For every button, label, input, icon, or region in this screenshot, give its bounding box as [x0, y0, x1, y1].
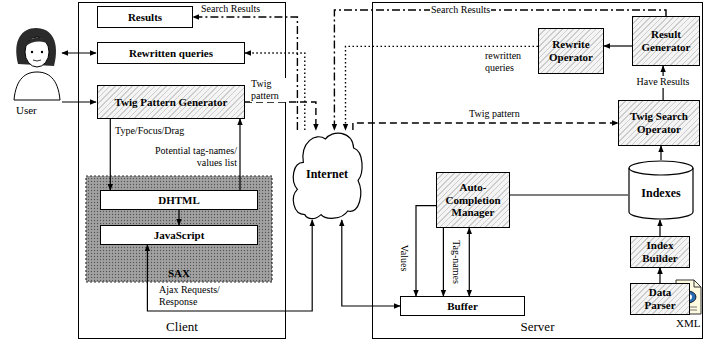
user-arrow [62, 52, 96, 53]
cylinder-rim [629, 168, 693, 175]
connector [604, 45, 632, 46]
edge-label: Search Results [200, 3, 261, 15]
results-box: Results [97, 6, 193, 28]
node-text: Data Parser [631, 286, 689, 311]
node-text: Buffer [445, 300, 480, 313]
node-text: Result Generator [633, 28, 699, 53]
connector [469, 228, 470, 296]
node-text: DHTML [156, 194, 202, 207]
parser-box: Data Parser [630, 283, 690, 314]
connector [110, 119, 111, 190]
connector [416, 206, 436, 296]
edge-label: Twig pattern [250, 78, 286, 102]
operator-box: Rewrite Operator [538, 28, 604, 74]
buffer-box: Buffer [400, 296, 525, 316]
index-store: Indexes [628, 160, 694, 220]
builder-box: Index Builder [630, 236, 690, 267]
connector [334, 10, 666, 130]
edge-label: Search Results [430, 4, 491, 16]
node-text: Rewrite Operator [539, 38, 603, 63]
connector [443, 228, 444, 296]
user-figure [14, 28, 60, 100]
edge-label: Twig pattern [468, 108, 521, 120]
operator-box: Twig Search Operator [618, 100, 700, 146]
node-text: SAX [166, 267, 192, 280]
generator-box: Twig Pattern Generator [97, 85, 245, 119]
node-text: Rewritten queries [127, 47, 215, 60]
edge-label: rewritten queries [484, 50, 538, 74]
javascript-box: JavaScript [100, 225, 258, 245]
edge-label: Values [398, 244, 410, 273]
node-text: Twig Search Operator [619, 110, 699, 135]
node-text: JavaScript [152, 229, 207, 242]
connector [660, 146, 661, 160]
generator-box: Result Generator [632, 16, 700, 66]
edge-label: Potential tag-names/ values list [140, 145, 238, 169]
node-text: Internet [304, 168, 350, 182]
node-text: Results [126, 11, 164, 24]
node-text: Index Builder [631, 239, 689, 264]
cylinder-body [629, 161, 693, 219]
connector [659, 268, 660, 284]
edge-label: Ajax Requests/ Response [158, 284, 250, 308]
internet-cloud: Internet [290, 130, 364, 220]
edge-label: Type/Focus/Drag [114, 125, 185, 137]
sax-panel: SAX DHTML JavaScript [86, 176, 272, 282]
node-text: Twig Pattern Generator [113, 96, 230, 109]
file-label: XML [676, 317, 700, 329]
sax-fill [86, 176, 272, 282]
edge-label: Tag-names [450, 239, 462, 285]
queries-box: Rewritten queries [97, 42, 245, 64]
dhtml-box: DHTML [100, 190, 258, 210]
connector [510, 194, 628, 195]
user-arrow [62, 101, 96, 102]
connector [239, 119, 240, 190]
node-text: Indexes [639, 179, 682, 201]
connector [659, 220, 660, 236]
connector [353, 123, 618, 130]
connector [178, 210, 179, 225]
edge-label: Have Results [635, 76, 690, 88]
cloud-path [293, 133, 362, 219]
node-text: Client [164, 320, 200, 335]
node-text: Server [519, 320, 557, 335]
connector [245, 53, 305, 130]
connector [346, 46, 539, 130]
node-text: Auto-Completion Manager [437, 181, 509, 219]
user-label: User [16, 104, 37, 116]
manager-box: Auto-Completion Manager [436, 172, 510, 228]
connector [342, 220, 400, 306]
